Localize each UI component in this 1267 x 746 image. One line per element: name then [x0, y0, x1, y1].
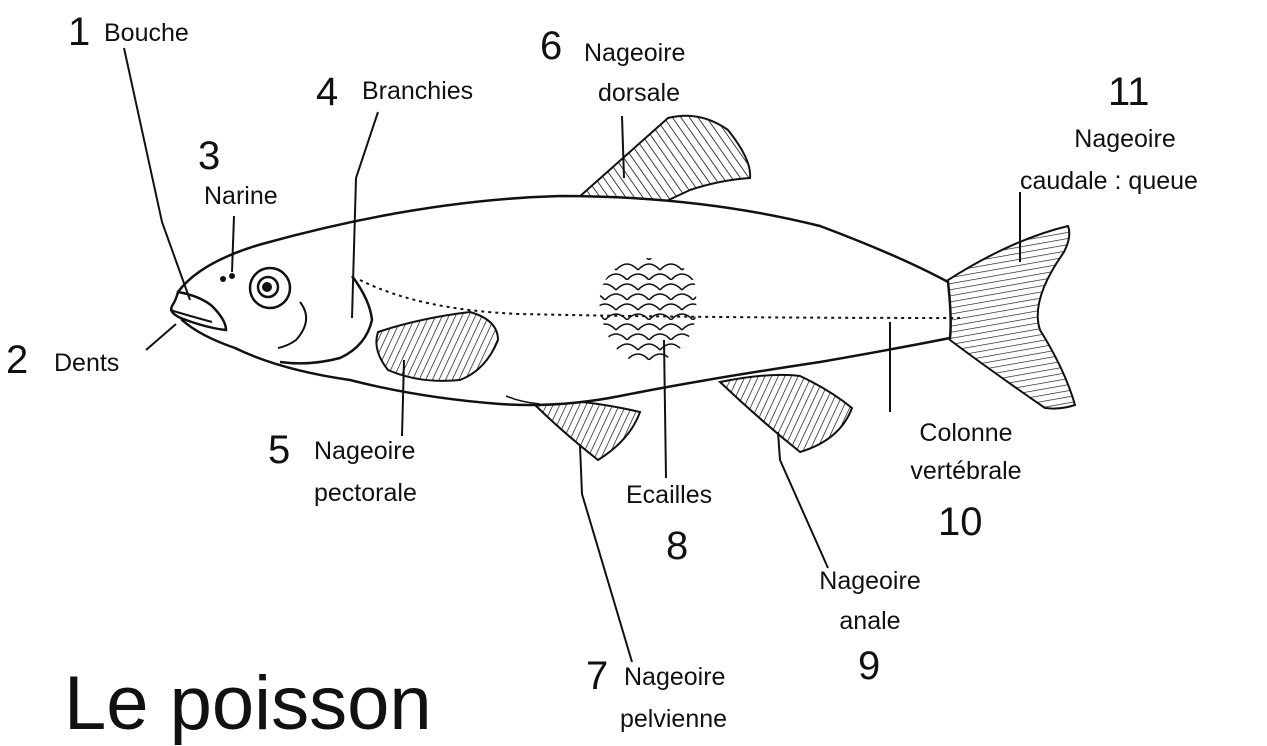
nostril: [220, 276, 226, 282]
dorsal-fin: [578, 116, 750, 204]
pointer-bouche: [124, 48, 190, 300]
label-anale-line2: anale: [800, 606, 940, 636]
label-narine: Narine: [204, 181, 278, 211]
label-pectorale-line1: Nageoire: [314, 436, 415, 466]
label-number-4: 4: [316, 72, 338, 112]
label-number-7: 7: [586, 656, 608, 696]
label-pectorale-line2: pectorale: [314, 478, 417, 508]
label-colonne-line1: Colonne: [886, 418, 1046, 448]
pointer-anale: [778, 432, 828, 568]
pointer-dents: [146, 324, 176, 350]
label-dorsale-line2: dorsale: [598, 78, 680, 108]
caudal-fin: [945, 226, 1075, 409]
label-dents: Dents: [54, 348, 119, 378]
label-number-11: 11: [1108, 72, 1150, 112]
label-number-2: 2: [6, 340, 28, 380]
label-number-9: 9: [858, 646, 880, 686]
page-title: Le poisson: [64, 664, 432, 744]
label-pelvienne-line1: Nageoire: [624, 662, 725, 692]
label-number-1: 1: [68, 12, 90, 52]
fish-body: [178, 196, 951, 405]
label-anale-line1: Nageoire: [800, 566, 940, 596]
label-number-10: 10: [938, 502, 983, 542]
label-number-8: 8: [666, 526, 688, 566]
label-number-5: 5: [268, 430, 290, 470]
pointer-pelvienne: [580, 446, 632, 662]
label-caudale-line2: caudale : queue: [1020, 166, 1198, 196]
label-number-6: 6: [540, 26, 562, 66]
label-pelvienne-line2: pelvienne: [620, 704, 727, 734]
label-branchies: Branchies: [362, 76, 473, 106]
label-bouche: Bouche: [104, 18, 189, 48]
pelvic-fin: [530, 400, 640, 460]
anal-fin: [720, 375, 852, 452]
label-colonne-line2: vertébrale: [880, 456, 1052, 486]
label-dorsale-line1: Nageoire: [584, 38, 685, 68]
label-ecailles: Ecailles: [626, 480, 712, 510]
label-caudale-line1: Nageoire: [1040, 124, 1210, 154]
label-number-3: 3: [198, 136, 220, 176]
